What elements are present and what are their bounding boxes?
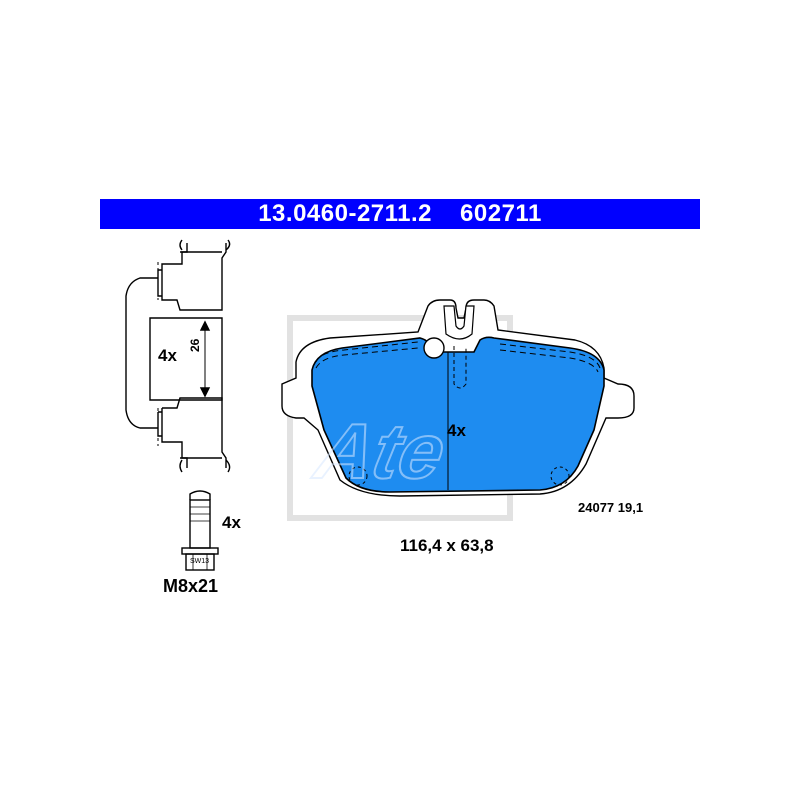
- bolt-quantity: 4x: [222, 513, 241, 532]
- ate-logo: Ate: [307, 408, 453, 495]
- pad-reference: 24077 19,1: [578, 500, 644, 515]
- pad-quantity: 4x: [447, 421, 466, 440]
- header-banner: 13.0460-2711.2 602711: [100, 199, 700, 229]
- friction-lining: [311, 336, 605, 493]
- pad-dimensions: 116,4 x 63,8: [400, 536, 494, 555]
- brake-pad: Ate: [281, 299, 635, 497]
- part-number: 13.0460-2711.2: [258, 200, 433, 227]
- pin-hole: [423, 337, 445, 359]
- clip-dimension: 26: [188, 338, 202, 352]
- slot: [443, 305, 475, 340]
- wrench-size: SW13: [190, 558, 210, 565]
- spring-clip: [125, 239, 231, 473]
- edge-dashes: [315, 341, 601, 373]
- clip-quantity: 4x: [158, 346, 177, 365]
- bolt: [181, 490, 219, 571]
- bolt-size: M8x21: [163, 576, 219, 596]
- product-code: 602711: [460, 200, 542, 227]
